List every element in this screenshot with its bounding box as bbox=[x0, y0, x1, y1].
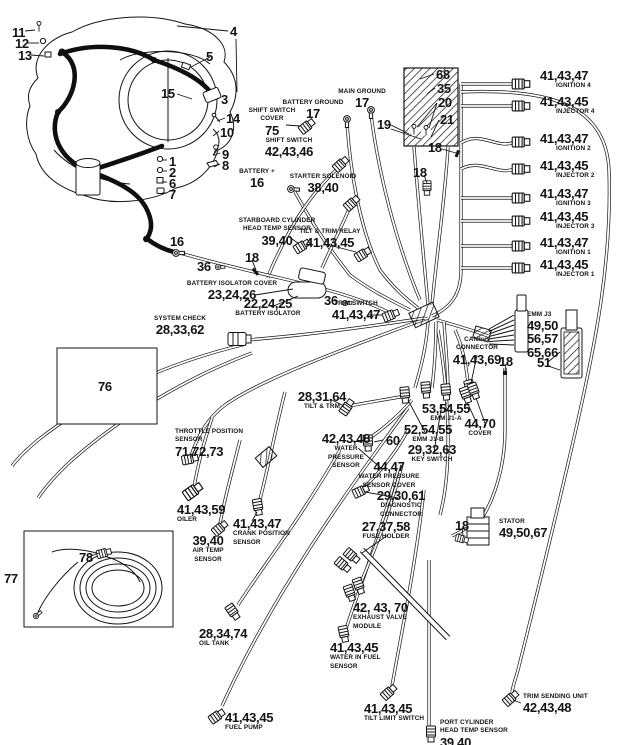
callout-grommet-60: 60 bbox=[386, 433, 400, 448]
callout-harness-4: 4 bbox=[230, 24, 237, 39]
callout-screw-1: 1 bbox=[169, 154, 176, 169]
callout-nut-13: 13 bbox=[18, 48, 32, 63]
callout-blank-box-76: 76 bbox=[98, 379, 112, 394]
callout-cap-7: 7 bbox=[169, 187, 176, 202]
callout-ring-16: 16 bbox=[170, 234, 184, 249]
callout-emm-j3-b: 56,57 bbox=[527, 331, 559, 346]
ref-box-76 bbox=[56, 347, 158, 425]
callout-clip-5: 5 bbox=[206, 49, 213, 64]
callout-clamp-18-stator: 18 bbox=[455, 518, 469, 533]
callout-screw-9: 9 bbox=[222, 147, 229, 162]
callout-washer-2: 2 bbox=[169, 165, 176, 180]
callout-clamp-18-right: 18 bbox=[428, 140, 442, 155]
callout-battery-positive: BATTERY +16 bbox=[239, 168, 275, 191]
callout-nut-6: 6 bbox=[169, 176, 176, 191]
callout-bracket-8: 8 bbox=[222, 158, 229, 173]
callout-part-15: 15 bbox=[161, 86, 175, 101]
callout-bolt-14: 14 bbox=[226, 111, 240, 126]
harness-cables bbox=[10, 82, 611, 728]
callout-cable-box-77: 77 bbox=[4, 571, 18, 586]
callout-wrap-35: 35 bbox=[437, 81, 451, 96]
callout-clamp-19: 19 bbox=[377, 117, 391, 132]
callout-emm-j3-c: 65,66 bbox=[527, 345, 559, 360]
callout-screw-11: 11 bbox=[12, 25, 26, 40]
battery-isolator-part bbox=[287, 267, 327, 299]
terminal-51-part bbox=[560, 309, 583, 379]
callout-screw-21: 21 bbox=[440, 112, 454, 127]
connector-icons bbox=[31, 78, 531, 743]
callout-clamp-18-emm: 18 bbox=[499, 354, 513, 369]
callout-sleeve-68: 68 bbox=[436, 67, 450, 82]
engine-assembly-sketch bbox=[26, 16, 237, 255]
hatched-sleeve bbox=[403, 67, 459, 147]
callout-ring-36-b: 36 bbox=[324, 293, 338, 308]
callout-washer-12: 12 bbox=[15, 36, 29, 51]
callout-part-3: 3 bbox=[221, 92, 228, 107]
callout-coil-connector-78: 78 bbox=[79, 550, 93, 565]
callout-clamp-18-block: 18 bbox=[413, 165, 427, 180]
callout-hose-10: 10 bbox=[220, 125, 234, 140]
callout-ring-36: 36 bbox=[197, 259, 211, 274]
callout-clamp-18-harness: 18 bbox=[245, 250, 259, 265]
leader-lines bbox=[24, 25, 561, 704]
callout-terminal-51: 51 bbox=[537, 355, 551, 370]
callout-screw-20: 20 bbox=[438, 95, 452, 110]
emm-j3-connector bbox=[472, 294, 529, 353]
accessory-cable-box bbox=[23, 530, 174, 628]
stator-part bbox=[466, 507, 490, 546]
